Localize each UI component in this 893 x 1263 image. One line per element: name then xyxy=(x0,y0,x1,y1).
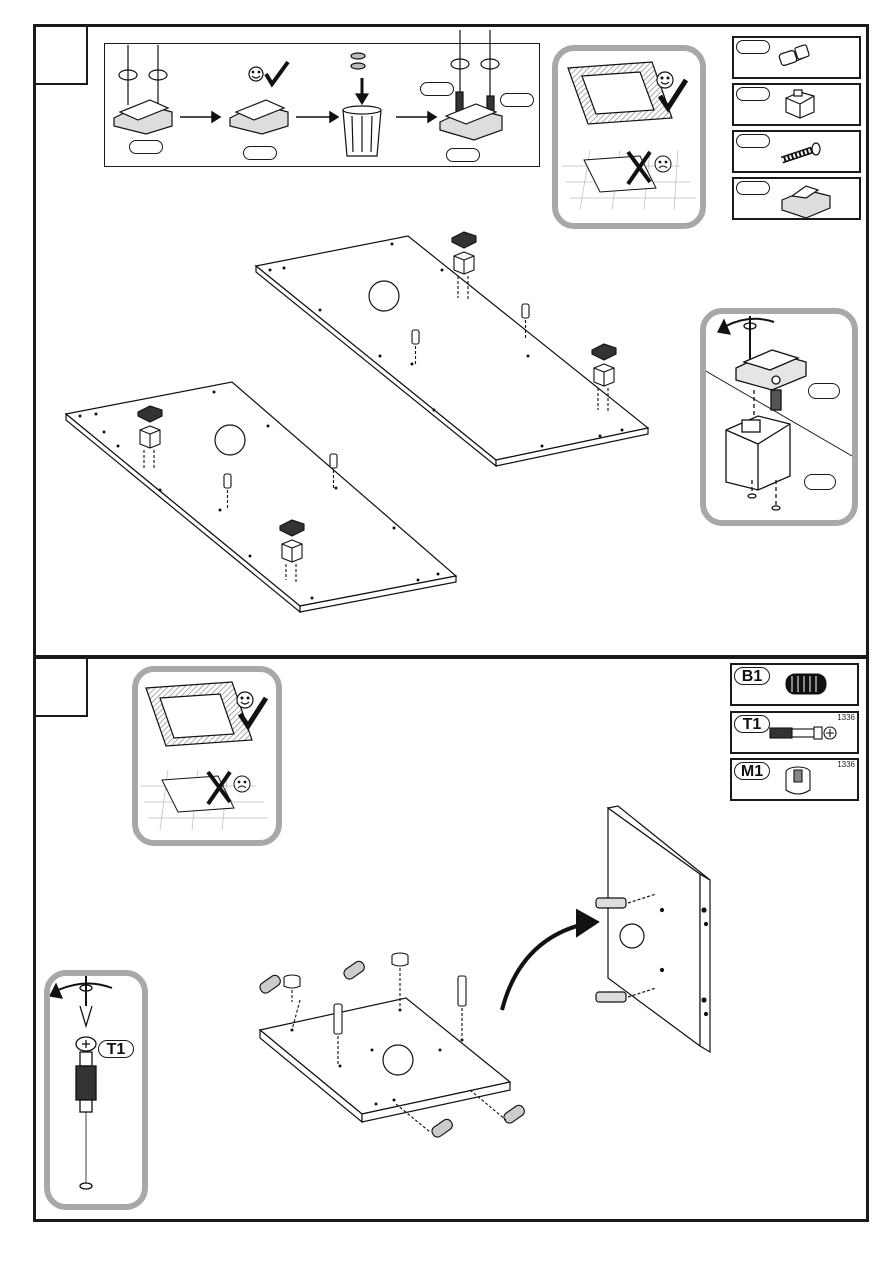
part-label-B1: B1 xyxy=(734,667,770,685)
part-box-T1: T1 1336 xyxy=(730,711,859,754)
part-label-oval xyxy=(736,134,770,148)
curved-arrow-icon xyxy=(502,912,596,1010)
sequence-label-3 xyxy=(420,82,454,96)
side-panel-front xyxy=(66,382,456,612)
part-label-M1: M1 xyxy=(734,762,770,780)
detail-label-hinge xyxy=(808,383,840,399)
sequence-label-1 xyxy=(129,140,163,154)
part-box-hinge xyxy=(732,177,861,220)
surface-guidance-callout-bottom xyxy=(132,666,282,846)
sequence-label-2 xyxy=(243,146,277,160)
sequence-label-4 xyxy=(500,93,534,107)
part-label-oval xyxy=(736,87,770,101)
bottom-panel xyxy=(260,998,510,1122)
part-box-screw xyxy=(732,130,861,173)
part-label-T1: T1 xyxy=(734,715,770,733)
part-label-oval xyxy=(736,40,770,54)
part-label-oval xyxy=(736,181,770,195)
surface-guidance-callout-top xyxy=(552,45,706,229)
part-code-M1: 1336 xyxy=(837,760,855,769)
part-code-T1: 1336 xyxy=(837,713,855,722)
sequence-label-5 xyxy=(446,148,480,162)
detail-label-block xyxy=(804,474,836,490)
part-box-B1: B1 xyxy=(730,663,859,706)
side-panel-back xyxy=(256,236,648,466)
detail-label-T1: T1 xyxy=(98,1040,134,1058)
cam-bolt-detail-callout xyxy=(44,970,148,1210)
hinge-detail-callout xyxy=(700,308,858,526)
part-box-dowel xyxy=(732,36,861,79)
side-panel-upright xyxy=(596,806,710,1052)
part-box-M1: M1 1336 xyxy=(730,758,859,801)
part-box-block xyxy=(732,83,861,126)
